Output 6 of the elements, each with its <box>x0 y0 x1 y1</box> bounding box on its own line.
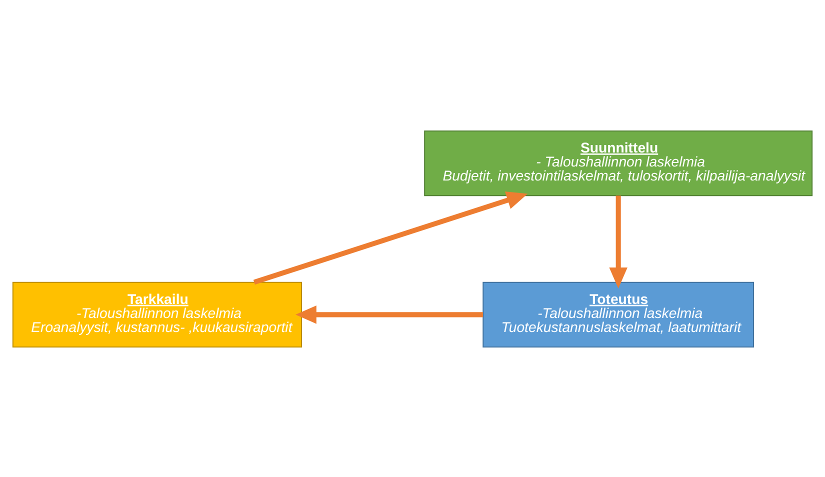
arrow <box>609 195 628 288</box>
node-box: Tarkkailu -Taloushallinnon laskelmia Eroanalyysit, kustannus- ,kuukausiraportit <box>12 281 302 347</box>
node-box: Toteutus -Taloushallinnon laskelmia Tuotekustannuslaskelmat, laatumittarit <box>482 281 754 347</box>
node-box: Suunnittelu - Taloushallinnon laskelmia Budjetit, investointilaskelmat, tuloskortit, kilpailija-analyysit <box>424 130 813 196</box>
arrow <box>295 305 483 324</box>
arrow <box>253 190 528 284</box>
